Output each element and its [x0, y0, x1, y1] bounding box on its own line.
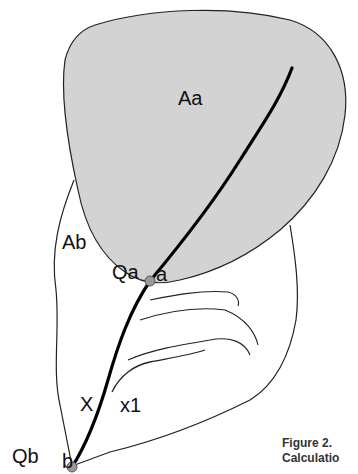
discharge-label: Qb	[12, 446, 39, 466]
point-label: a	[156, 264, 167, 284]
tributary	[112, 350, 205, 392]
area-label: Ab	[62, 232, 86, 252]
area-label: Aa	[178, 88, 202, 108]
point-label: b	[62, 451, 73, 471]
subcatchment-line	[140, 309, 258, 345]
figure-caption: Figure 2. Calculatio	[282, 436, 354, 466]
discharge-label: Qa	[112, 262, 139, 282]
outlet-point	[145, 276, 155, 286]
river	[72, 68, 292, 467]
point-label: X	[80, 394, 93, 414]
shaded-catchment	[63, 10, 345, 282]
subcatchment-line	[128, 339, 250, 360]
subcatchment-line	[150, 292, 239, 306]
area-label: x1	[120, 395, 141, 415]
